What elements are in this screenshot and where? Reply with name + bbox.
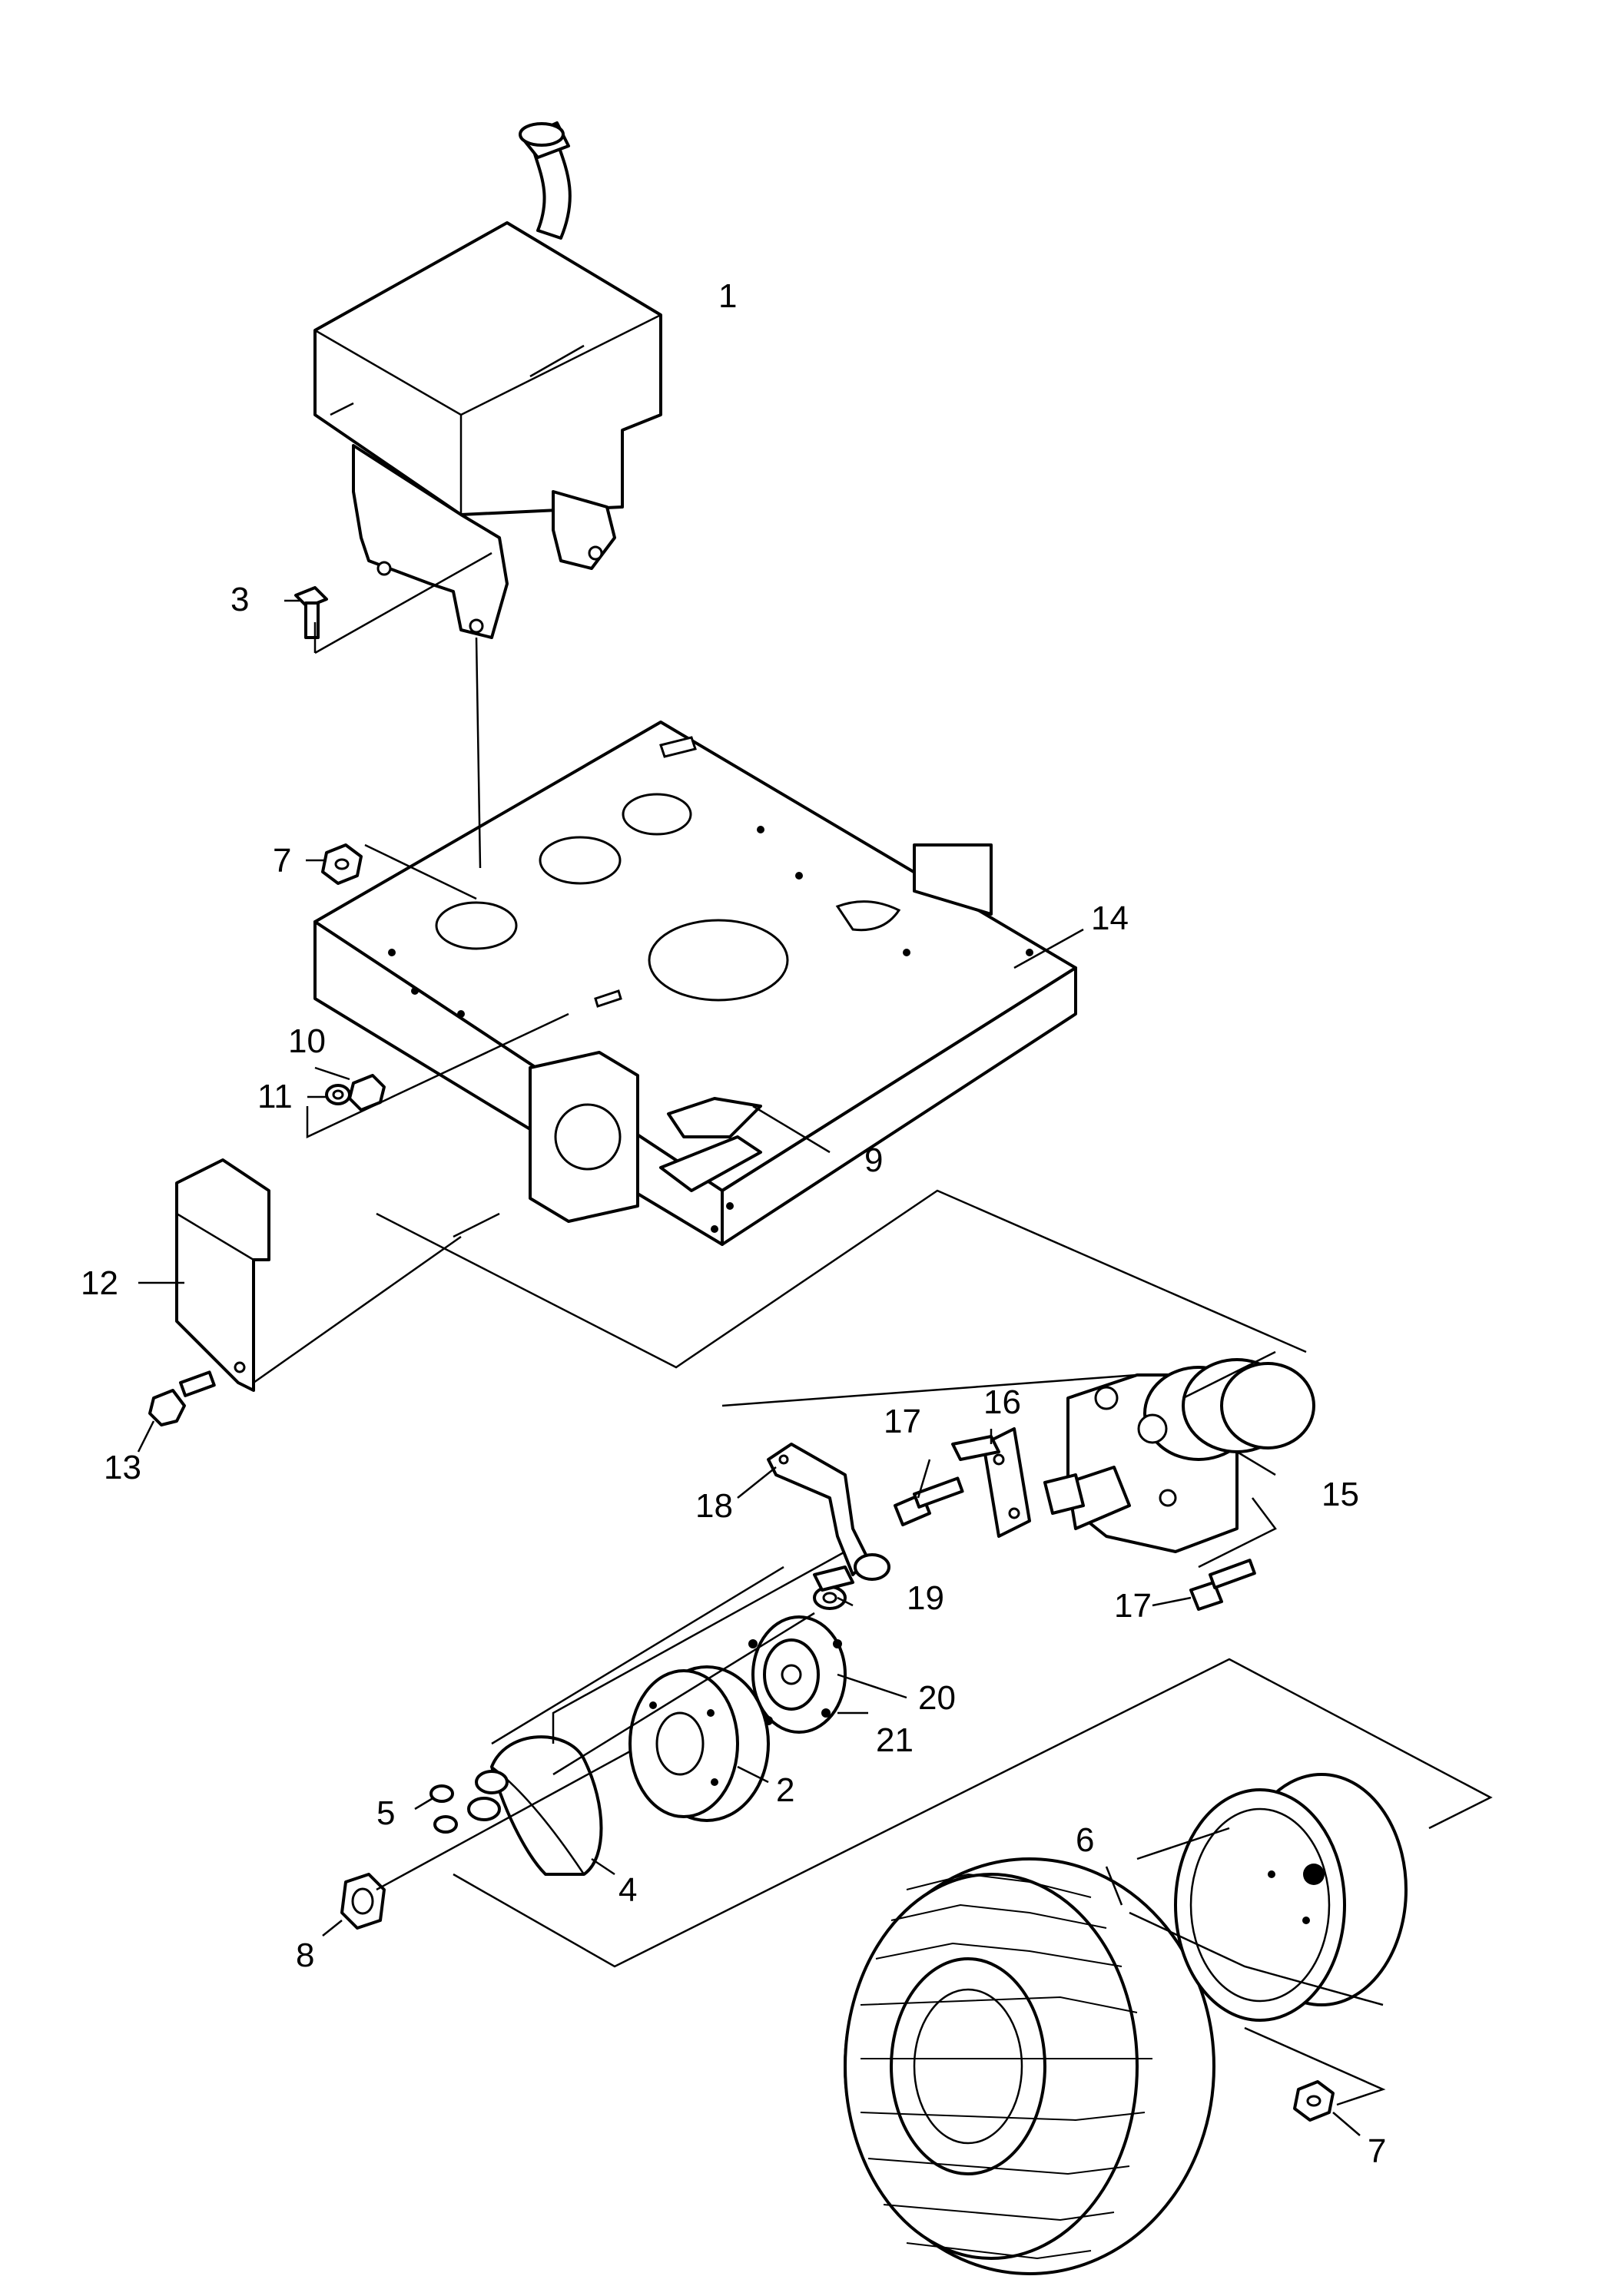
brake-disc-2 xyxy=(628,1665,770,1822)
bolt-17-upper xyxy=(894,1476,964,1526)
tire-6 xyxy=(844,1857,1215,2275)
callout-7-upper: 7 xyxy=(273,842,291,880)
callout-17-upper: 17 xyxy=(884,1403,921,1440)
callout-13: 13 xyxy=(104,1449,141,1486)
frame-chassis xyxy=(313,721,1084,1246)
callout-21: 21 xyxy=(876,1721,914,1759)
callout-numbers: 1 3 7 14 10 11 9 12 13 17 16 15 18 19 17… xyxy=(81,277,1386,2170)
bolt-17-lower xyxy=(1189,1559,1256,1611)
callout-14: 14 xyxy=(1091,900,1129,937)
callout-1: 1 xyxy=(718,277,737,315)
callout-19: 19 xyxy=(907,1579,944,1617)
callout-10: 10 xyxy=(288,1022,326,1060)
nut-7-lower xyxy=(1293,2080,1335,2122)
callout-15: 15 xyxy=(1321,1476,1359,1513)
callout-12: 12 xyxy=(81,1264,118,1302)
brake-band-4 xyxy=(467,1735,603,1876)
callout-8: 8 xyxy=(296,1937,314,1974)
nut-10-washer-11 xyxy=(325,1074,386,1112)
callout-3: 3 xyxy=(230,581,249,618)
callout-11: 11 xyxy=(257,1078,293,1115)
callout-18: 18 xyxy=(695,1487,733,1525)
callout-2: 2 xyxy=(776,1771,794,1809)
callout-7-lower: 7 xyxy=(1368,2132,1386,2170)
washer-19 xyxy=(813,1565,854,1610)
plate-16 xyxy=(951,1427,1031,1538)
leader-lines xyxy=(137,599,1361,2136)
callout-16: 16 xyxy=(983,1383,1021,1421)
hydraulic-motor xyxy=(1043,1358,1315,1553)
callout-4: 4 xyxy=(618,1871,637,1909)
clips-5 xyxy=(429,1784,458,1834)
wheel-rim xyxy=(1174,1773,1408,2022)
bolt-13 xyxy=(148,1370,216,1426)
callout-5: 5 xyxy=(376,1794,395,1832)
callout-9: 9 xyxy=(864,1141,883,1179)
bolt-3 xyxy=(294,586,328,639)
bracket-plate-12 xyxy=(175,1158,270,1392)
hub-20 xyxy=(748,1615,847,1734)
callout-6: 6 xyxy=(1076,1821,1094,1859)
callout-17-lower: 17 xyxy=(1114,1587,1152,1625)
nut-7-upper xyxy=(321,843,363,885)
reservoir-tank xyxy=(313,121,662,639)
assembly-lines xyxy=(253,552,1493,2106)
callout-20: 20 xyxy=(918,1679,956,1717)
bracket-18 xyxy=(767,1443,890,1581)
hex-nut-8 xyxy=(340,1873,386,1930)
